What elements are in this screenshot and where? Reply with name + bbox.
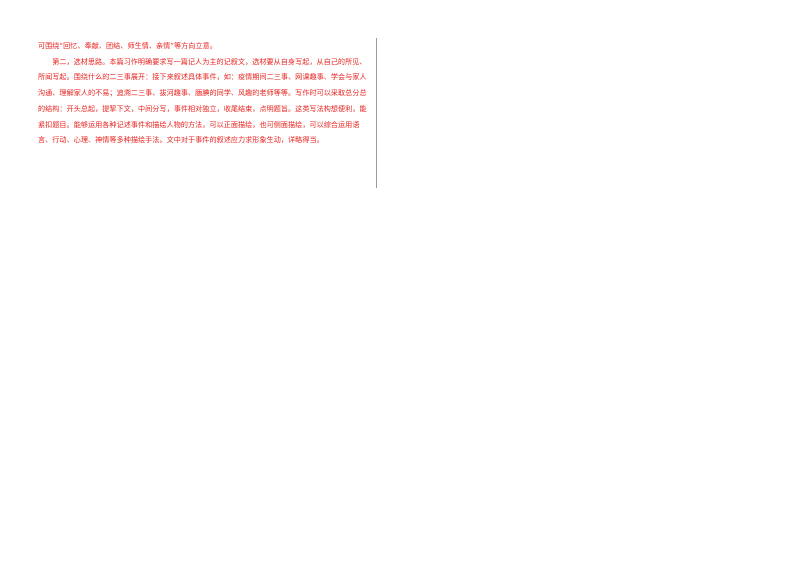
paragraph-intent: 可围绕“回忆、奉献、团结、师生情、亲情”等方向立意。 — [38, 41, 217, 50]
paragraph-material-selection: 第二，选材思路。本篇习作明确要求写一篇记人为主的记叙文，选材要从自身写起，从自己… — [38, 56, 367, 145]
left-column-text: 可围绕“回忆、奉献、团结、师生情、亲情”等方向立意。 第二，选材思路。本篇习作明… — [38, 38, 370, 148]
column-divider — [376, 38, 377, 188]
